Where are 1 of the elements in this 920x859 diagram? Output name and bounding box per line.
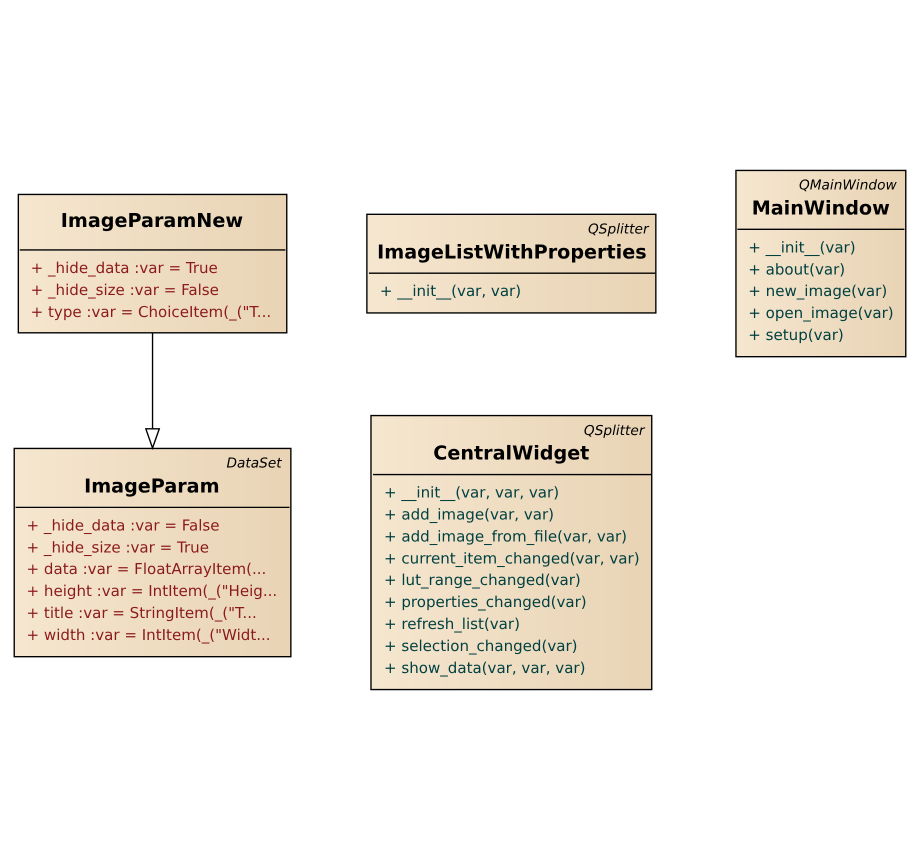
arrow [144, 332, 160, 450]
